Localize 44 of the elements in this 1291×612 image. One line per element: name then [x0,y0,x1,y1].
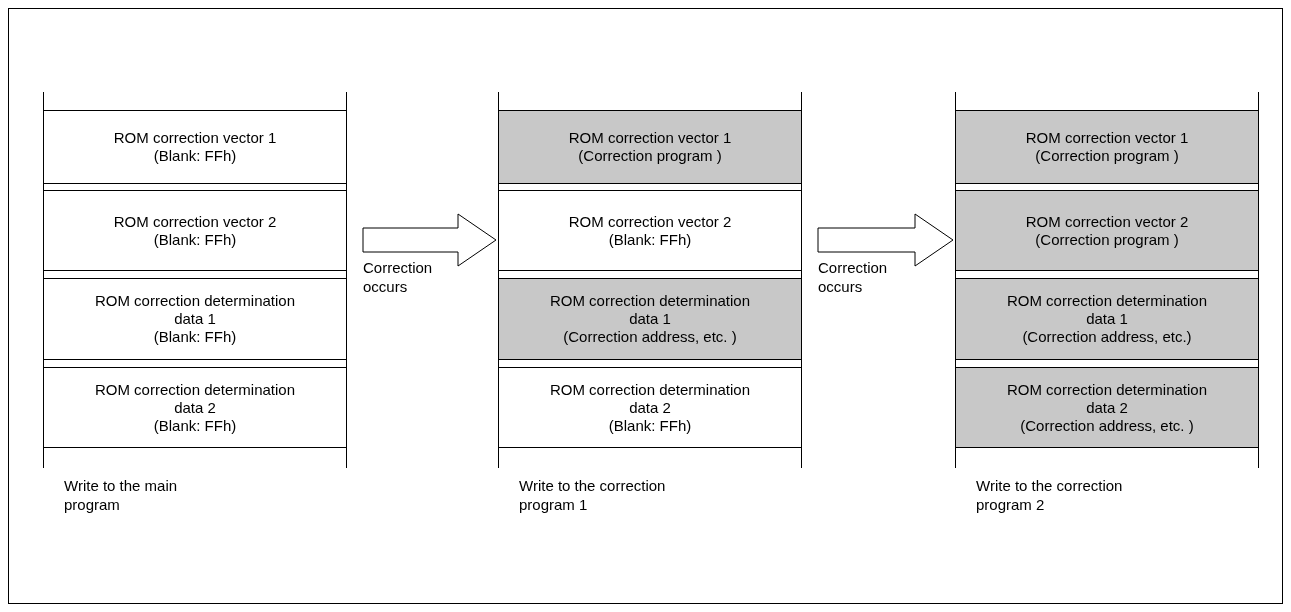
memory-column [498,92,802,468]
column-caption: Write to the correction program 2 [976,476,1124,514]
block-text: (Blank: FFh) [608,416,692,435]
block-text: (Blank: FFh) [153,147,237,165]
memory-block [956,278,1258,360]
memory-block [44,190,346,271]
block-text: ROM correction determination data 2 [549,380,751,417]
block-text: ROM correction vector 2 [1025,212,1189,231]
memory-block [499,190,801,271]
block-text: ROM correction vector 1 [1025,129,1189,147]
column-caption: Write to the main program [64,476,179,514]
block-text: ROM correction vector 1 [113,129,277,147]
block-text: (Correction program ) [578,147,722,165]
block-text: ROM correction determination data 2 [1006,380,1208,417]
memory-block [499,110,801,184]
block-text: (Correction address, etc. ) [563,328,737,346]
block-text: (Blank: FFh) [153,328,237,346]
memory-block [499,367,801,448]
memory-block [499,278,801,360]
block-text: ROM correction vector 2 [113,212,277,231]
memory-block [44,367,346,448]
block-arrow [817,213,954,267]
block-arrow [362,213,497,267]
block-text: (Blank: FFh) [153,416,237,435]
memory-block [956,110,1258,184]
block-text: (Correction address, etc. ) [1020,416,1194,435]
block-text: ROM correction vector 2 [568,212,732,231]
memory-block [44,110,346,184]
column-caption: Write to the correction program 1 [519,476,667,514]
block-text: (Correction address, etc.) [1022,328,1192,346]
memory-block [956,190,1258,271]
block-text: ROM correction determination data 1 [1006,292,1208,328]
block-text: ROM correction determination data 2 [94,380,296,417]
block-text: (Blank: FFh) [608,230,692,249]
block-text: ROM correction determination data 1 [549,292,751,328]
memory-column [43,92,347,468]
memory-block [44,278,346,360]
block-text: ROM correction vector 1 [568,129,732,147]
block-text: ROM correction determination data 1 [94,292,296,328]
memory-column [955,92,1259,468]
block-text: (Correction program ) [1035,230,1179,249]
memory-block [956,367,1258,448]
block-text: (Blank: FFh) [153,230,237,249]
block-text: (Correction program ) [1035,147,1179,165]
